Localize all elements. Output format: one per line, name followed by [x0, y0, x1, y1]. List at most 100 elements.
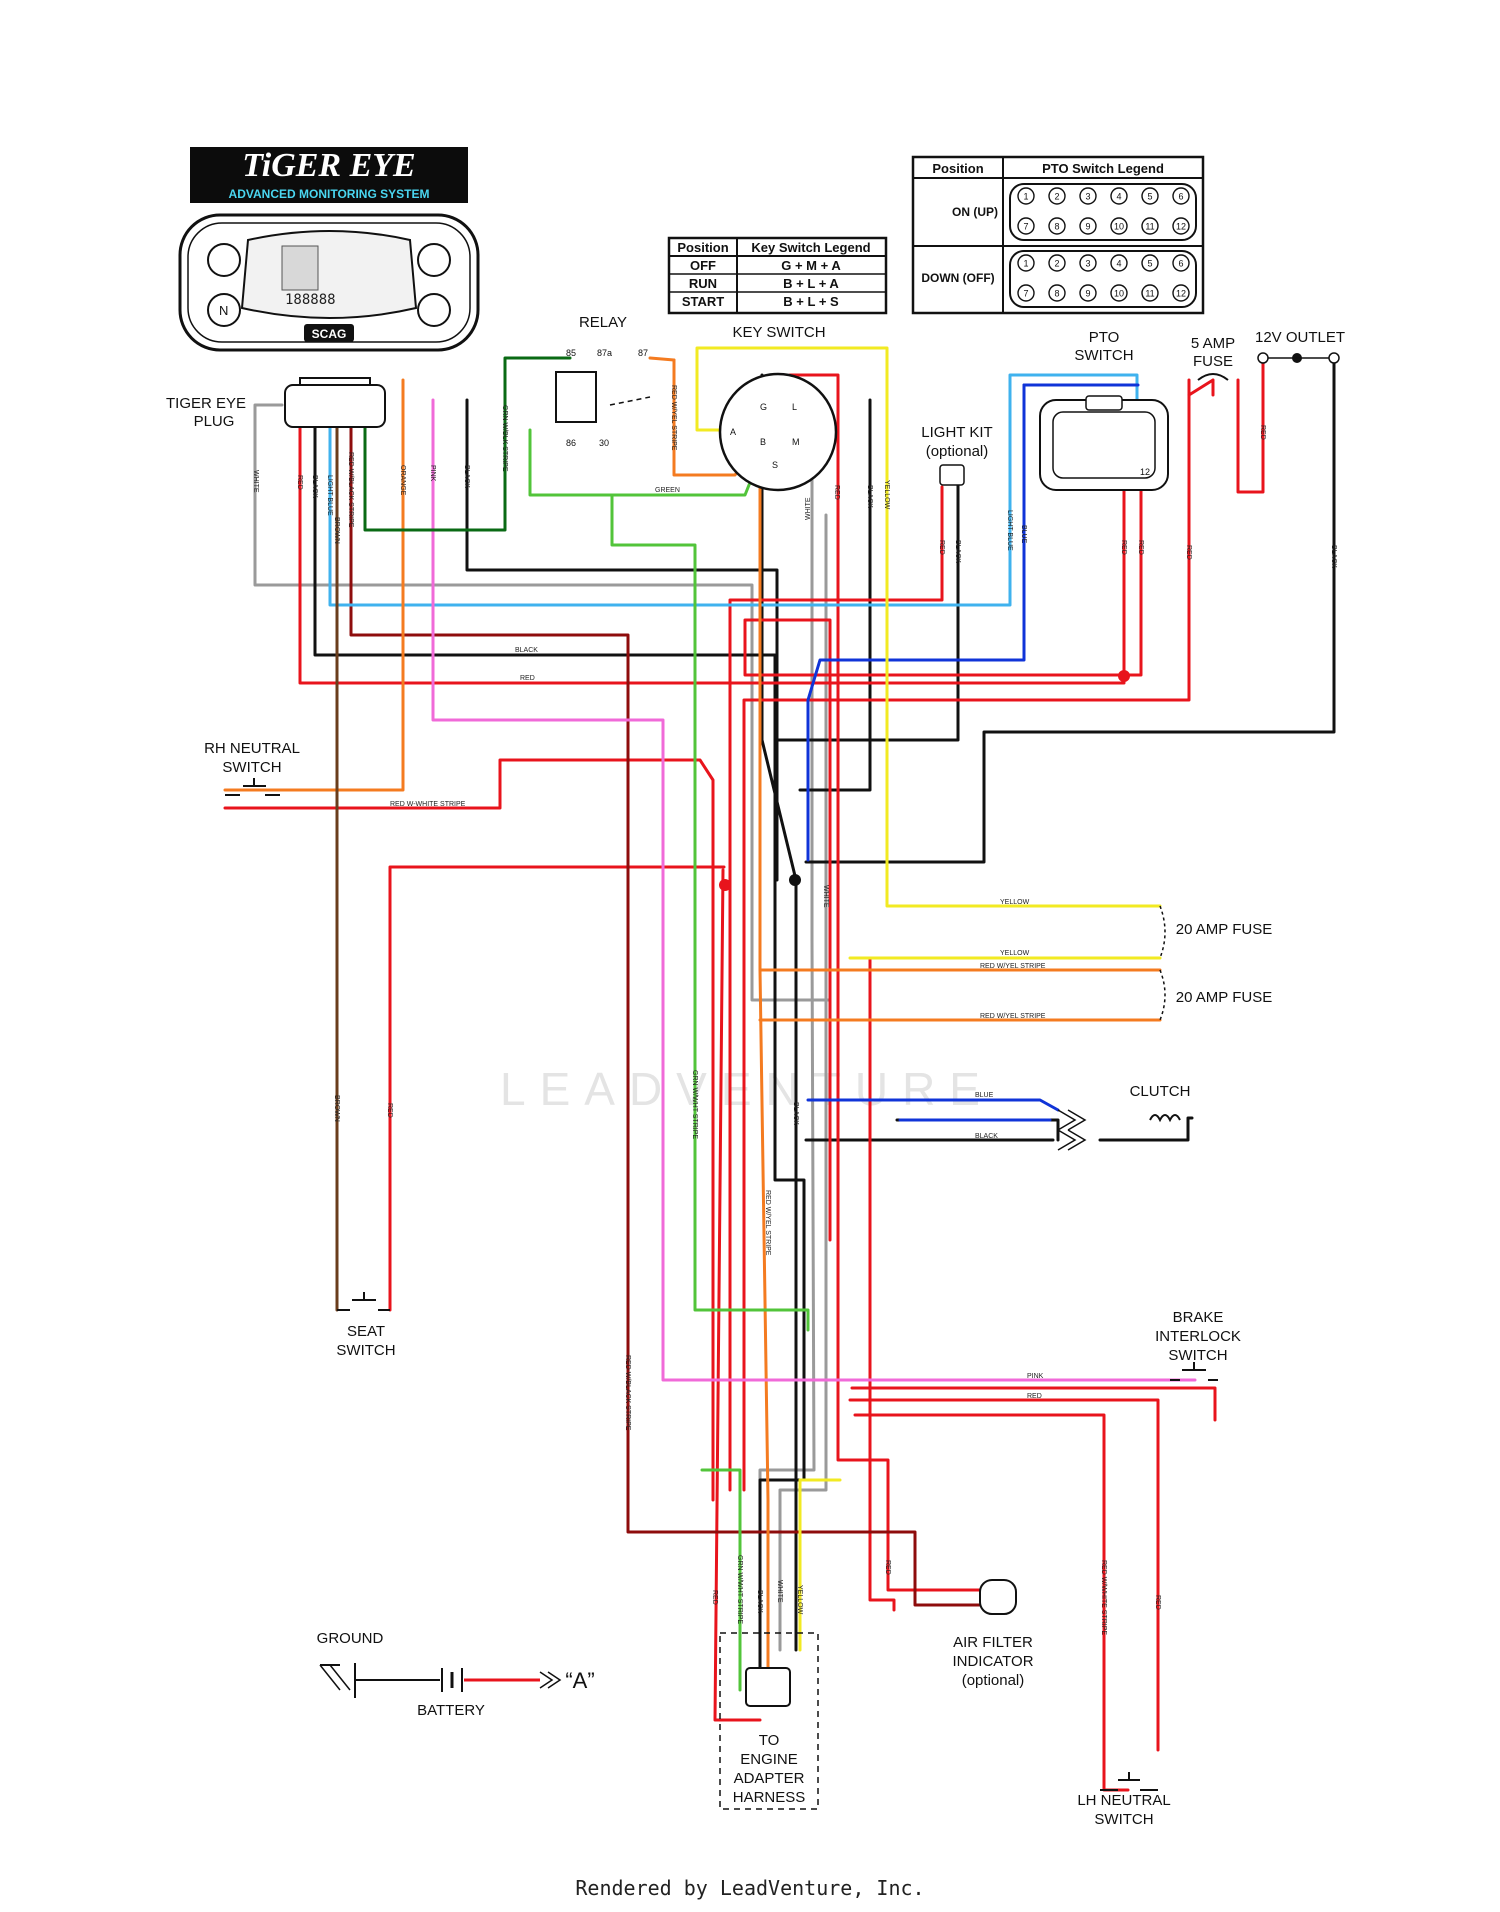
wl-red-yel-3: RED W/YEL STRIPE	[980, 963, 1046, 970]
battery-symbol	[441, 1668, 562, 1692]
engine-harness-box	[719, 1632, 819, 1810]
pto-pin-number: 5	[1147, 192, 1152, 202]
pto-pin-circle	[1079, 187, 1097, 205]
wl-blue: BLUE	[1020, 525, 1027, 544]
wl-grn-wht-2: GRN W/WHT STRIPE	[736, 1555, 743, 1624]
key-switch-legend: Position Key Switch Legend OFF G + M + A…	[667, 236, 888, 315]
key-pin-s: S	[772, 460, 778, 470]
pto-pin-circle	[1110, 254, 1128, 272]
wl-brown-2: BROWN	[333, 1095, 340, 1122]
relay-pin-87a: 87a	[597, 348, 612, 358]
pto-pin-circle	[1079, 217, 1097, 235]
pto-pin-circle	[1110, 284, 1128, 302]
clutch-label: CLUTCH	[1130, 1083, 1191, 1100]
rh-label-1: RH NEUTRAL	[204, 740, 300, 757]
wl-red-yel-4: RED W/YEL STRIPE	[980, 1013, 1046, 1020]
outlet-symbol	[1257, 352, 1340, 364]
pto-pin-circle	[1110, 187, 1128, 205]
air-label-2: INDICATOR	[952, 1653, 1033, 1670]
pto-pin-circle	[1048, 187, 1066, 205]
pto-pin-number: 11	[1145, 289, 1154, 299]
light-label-2: (optional)	[926, 443, 989, 460]
wl-white-4: WHITE	[776, 1580, 783, 1603]
key-legend-pos-run: RUN	[689, 276, 717, 291]
key-legend-pos-start: START	[682, 294, 724, 309]
wl-pink-2: PINK	[1027, 1373, 1044, 1380]
pto-pin-number: 10	[1114, 289, 1124, 299]
wl-red-wwht: RED W/WHITE STRIPE	[1100, 1560, 1107, 1635]
pto-pin-number: 9	[1085, 222, 1090, 232]
wl-yellow-4: YELLOW	[796, 1585, 803, 1615]
pto-pin-number: 4	[1116, 259, 1121, 269]
key-pin-a: A	[730, 427, 736, 437]
light-label-1: LIGHT KIT	[921, 424, 992, 441]
svg-text:188888: 188888	[285, 292, 336, 308]
relay-pin-86: 86	[566, 438, 576, 448]
brake-label-2: INTERLOCK	[1155, 1328, 1241, 1345]
key-pin-m: M	[792, 437, 800, 447]
wl-green: GREEN	[655, 487, 680, 494]
pto-pin-circle	[1141, 284, 1159, 302]
clutch-coil	[1149, 1114, 1181, 1123]
pto-pin-circle	[1017, 187, 1035, 205]
watermark: LEADVENTURE	[500, 1063, 994, 1115]
wl-red-10: RED	[1027, 1393, 1042, 1400]
pto-pin-number: 6	[1178, 192, 1183, 202]
pto-pin-number: 3	[1085, 192, 1090, 202]
eng-label-3: ADAPTER	[734, 1770, 805, 1787]
fuse5-symbol	[1197, 373, 1229, 381]
wl-grn-wht: GRN W/WHT STRIPE	[691, 1070, 698, 1139]
air-label-1: AIR FILTER	[953, 1634, 1033, 1651]
wl-red-blk: RED W/BLACK STRIPE	[347, 452, 354, 528]
wl-red-blk-2: RED W/BLACK STRIPE	[624, 1355, 631, 1431]
key-legend-val-start: B + L + S	[783, 294, 839, 309]
footer-text: Rendered by LeadVenture, Inc.	[575, 1876, 924, 1900]
svg-text:N: N	[219, 303, 228, 318]
fuse20b-symbol	[1159, 969, 1166, 1021]
wl-yellow: YELLOW	[883, 480, 890, 510]
wl-orange: ORANGE	[399, 465, 406, 496]
pto-pin-circle	[1172, 187, 1190, 205]
pto-pin-circle	[1048, 217, 1066, 235]
wl-red-wht: RED W-WHITE STRIPE	[390, 801, 466, 808]
outlet-label: 12V OUTLET	[1255, 329, 1345, 346]
engine-harness-connector	[745, 1667, 791, 1707]
plug-label-1: TIGER EYE	[166, 395, 246, 412]
pto-label-1: PTO	[1089, 329, 1120, 346]
pto-legend-on: ON (UP)	[952, 205, 998, 219]
key-legend-head-title: Key Switch Legend	[751, 240, 870, 255]
fuse5-label-2: FUSE	[1193, 353, 1233, 370]
wl-red-13: RED	[711, 1590, 718, 1605]
pto-switch: 12	[1039, 395, 1169, 491]
wl-light-blue-2: LIGHT BLUE	[1006, 510, 1013, 551]
pto-pin-number: 5	[1147, 259, 1152, 269]
pto-switch-legend: Position PTO Switch Legend ON (UP) DOWN …	[911, 155, 1205, 315]
pto-pin-number: 7	[1023, 289, 1028, 299]
pto-pin-circle	[1017, 284, 1035, 302]
pto-legend-head-pos: Position	[932, 161, 983, 176]
lh-label-1: LH NEUTRAL	[1077, 1792, 1170, 1809]
wl-black-4: BLACK	[954, 540, 961, 563]
fuse20b-label: 20 AMP FUSE	[1176, 989, 1272, 1006]
tiger-eye-display: 188888 N SCAG	[178, 213, 480, 352]
battery-label: BATTERY	[417, 1702, 485, 1719]
pto-pin-number: 6	[1178, 259, 1183, 269]
wl-brown: BROWN	[333, 517, 340, 544]
key-pin-l: L	[792, 402, 797, 412]
key-legend-val-off: G + M + A	[781, 258, 841, 273]
pto-pin-circle	[1110, 217, 1128, 235]
pto-pin-number: 4	[1116, 192, 1121, 202]
air-filter-connector	[979, 1579, 1017, 1615]
fuse5-label-1: 5 AMP	[1191, 335, 1235, 352]
wl-black-5: BLACK	[1330, 545, 1337, 568]
relay-pin-85: 85	[566, 348, 576, 358]
wl-black-8: BLACK	[975, 1133, 998, 1140]
air-label-3: (optional)	[962, 1672, 1025, 1689]
wire-labels: WHITE RED BLACK LIGHT BLUE RED W/BLACK S…	[252, 385, 1337, 1635]
pto-pin-number: 1	[1023, 259, 1028, 269]
wl-red-yel: RED W/YEL STRIPE	[670, 385, 677, 451]
relay-pin-87: 87	[638, 348, 648, 358]
pto-legend-down: DOWN (OFF)	[921, 271, 994, 285]
pto-pin-number: 3	[1085, 259, 1090, 269]
pto-pin-number: 2	[1054, 192, 1059, 202]
